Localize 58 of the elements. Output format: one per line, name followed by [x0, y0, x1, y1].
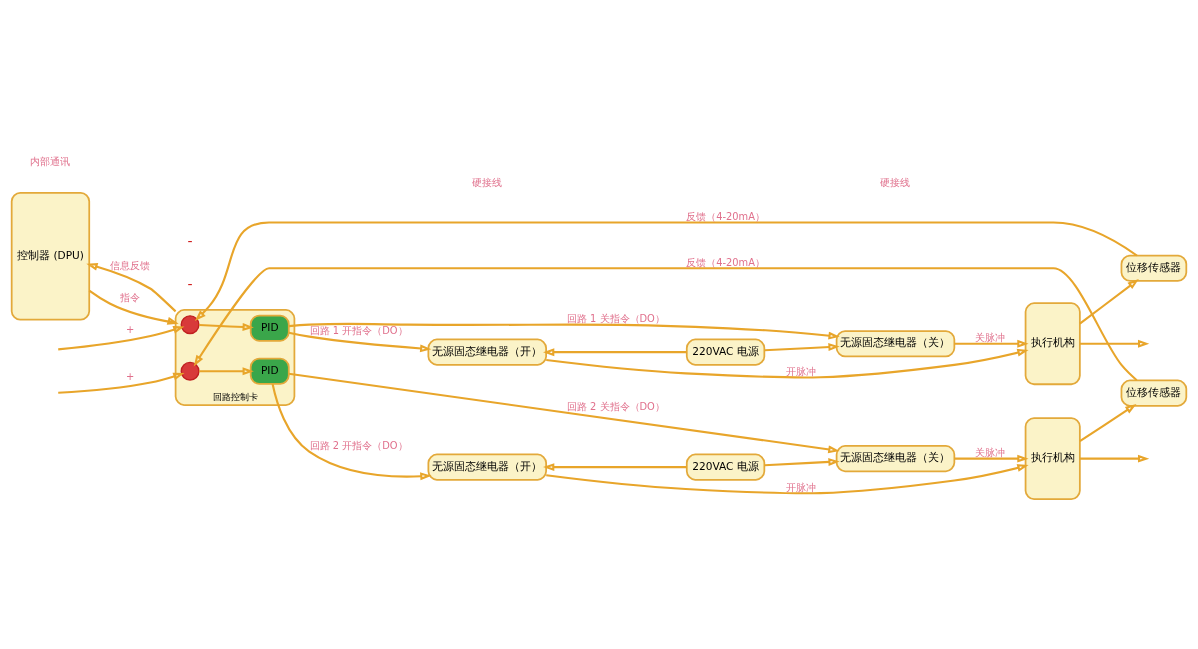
arrow — [1079, 279, 1139, 325]
edge-label: 信息反馈 — [110, 260, 151, 272]
edge-label: + — [126, 370, 135, 382]
arrow — [1079, 404, 1137, 443]
node-box: 无源固态继电器（关） — [835, 330, 956, 358]
edge-label: 反馈（4-20mA） — [686, 256, 765, 268]
arrow — [288, 331, 432, 353]
edge-label: 反馈（4-20mA） — [686, 210, 765, 222]
arrow — [1079, 339, 1150, 348]
edge-label: 关脉冲 — [974, 446, 1005, 458]
node-box: 位移传感器 — [1120, 254, 1188, 282]
arrow — [543, 348, 687, 357]
arrow — [954, 454, 1029, 463]
arrow — [58, 326, 185, 351]
edge-label: 回路 1 开指令（DO） — [309, 324, 408, 336]
arrow — [546, 348, 1029, 379]
edge-label: 开脉冲 — [786, 481, 816, 493]
node-box: 无源固态继电器（关） — [835, 445, 956, 473]
arrow — [288, 322, 840, 340]
label: - — [187, 275, 193, 292]
edge-label: 回路 1 关指令（DO） — [566, 313, 665, 324]
edge-label: 指令 — [120, 291, 141, 303]
arrow — [194, 221, 1138, 322]
node-box: 220VAC 电源 — [685, 453, 766, 481]
label: 硬接线 — [880, 176, 911, 188]
arrow — [764, 458, 840, 467]
edge-label: 开脉冲 — [786, 365, 816, 377]
arrow — [193, 267, 1138, 381]
node-circle — [180, 361, 200, 381]
node-box: 控制器 (DPU) — [10, 191, 91, 321]
edge-label: + — [126, 324, 135, 336]
arrow — [86, 262, 177, 313]
edge-label: 回路 2 开指令（DO） — [309, 439, 408, 451]
arrow — [954, 339, 1029, 348]
node-box: 执行机构 — [1024, 417, 1081, 501]
arrow — [764, 343, 840, 352]
arrow — [543, 463, 687, 472]
node-box: 位移传感器 — [1120, 379, 1188, 407]
node-box: PID — [249, 357, 290, 385]
arrow — [199, 367, 254, 376]
node-circle — [180, 315, 200, 335]
label: 内部通讯 — [30, 156, 71, 168]
node-box: 无源固态继电器（开） — [427, 453, 547, 481]
arrow — [1079, 454, 1150, 463]
node-box: 执行机构 — [1024, 302, 1081, 386]
arrow — [88, 289, 185, 334]
arrow — [58, 372, 185, 394]
arrow — [271, 383, 432, 481]
arrow — [199, 323, 254, 331]
node-box: PID — [249, 314, 290, 342]
label: 硬接线 — [472, 176, 503, 188]
edge-label: 回路 2 关指令（DO） — [566, 401, 665, 413]
edge-label: 关脉冲 — [974, 332, 1005, 344]
node-box: 无源固态继电器（开） — [427, 338, 547, 366]
arrow — [288, 372, 840, 454]
node-box: 220VAC 电源 — [685, 338, 766, 366]
label: - — [187, 232, 193, 249]
arrow — [546, 464, 1029, 495]
